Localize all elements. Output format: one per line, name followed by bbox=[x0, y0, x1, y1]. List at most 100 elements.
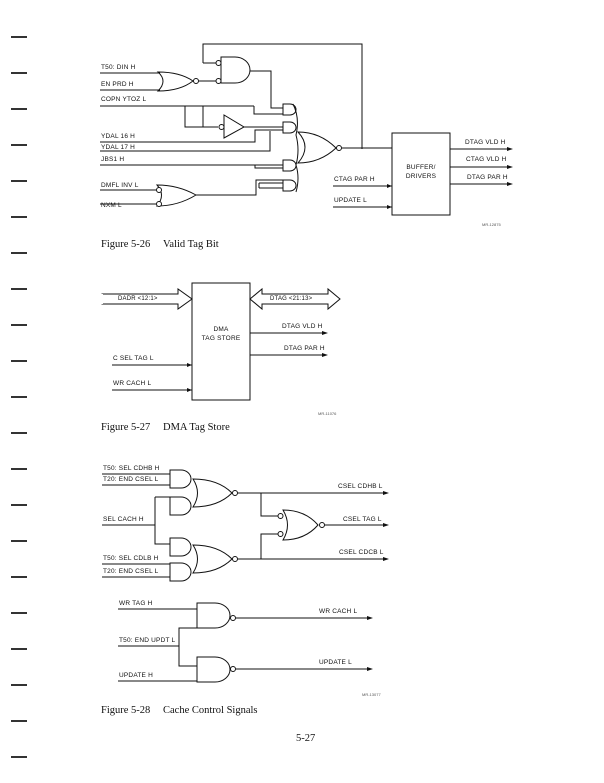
margin-tick bbox=[11, 252, 27, 254]
caption-number: Figure 5-26 bbox=[101, 239, 151, 250]
figure-ref-code: MR-12875 bbox=[482, 222, 501, 227]
margin-tick bbox=[11, 504, 27, 506]
wire bbox=[253, 106, 283, 115]
inversion-bubble bbox=[232, 490, 238, 496]
nand-gate-wr bbox=[196, 602, 231, 629]
caption-title: DMA Tag Store bbox=[163, 422, 230, 433]
caption-number: Figure 5-28 bbox=[101, 705, 151, 716]
signal-label: DTAG PAR H bbox=[284, 345, 325, 352]
signal-label: CSEL CDCB L bbox=[339, 549, 384, 556]
arrow-head bbox=[383, 557, 389, 561]
dma-tag-store-label: DMA TAG STORE bbox=[192, 325, 250, 343]
signal-label: DTAG VLD H bbox=[465, 139, 506, 146]
signal-label: EN PRD H bbox=[101, 81, 134, 88]
wire bbox=[100, 131, 271, 152]
signal-label: WR TAG H bbox=[119, 600, 153, 607]
margin-tick bbox=[11, 756, 27, 758]
box-label-line: BUFFER/ bbox=[406, 164, 436, 171]
figure-caption: Figure 5-28 Cache Control Signals bbox=[101, 705, 258, 716]
wire bbox=[178, 627, 197, 667]
wired-or-bus bbox=[292, 103, 299, 193]
wire bbox=[100, 129, 283, 143]
inversion-bubble bbox=[336, 145, 342, 151]
figure-ref-code: MR-13077 bbox=[362, 692, 381, 697]
arrow-head bbox=[387, 184, 392, 188]
signal-label: WR CACH L bbox=[113, 380, 152, 387]
margin-tick bbox=[11, 396, 27, 398]
nor-gate bbox=[192, 478, 233, 508]
wire bbox=[260, 533, 278, 559]
arrow-head bbox=[322, 331, 328, 335]
arrow-head bbox=[367, 616, 373, 620]
nor-gate-tag bbox=[282, 509, 319, 541]
wire bbox=[254, 165, 283, 169]
and-gate-small bbox=[282, 121, 297, 134]
signal-label: NXM L bbox=[101, 202, 122, 209]
arrow-head bbox=[507, 165, 513, 169]
signal-label: DTAG <21:13> bbox=[270, 296, 313, 302]
signal-label: UPDATE L bbox=[319, 659, 352, 666]
inversion-bubble bbox=[218, 124, 225, 130]
caption-title: Cache Control Signals bbox=[163, 705, 258, 716]
arrow-head bbox=[507, 182, 513, 186]
inversion-bubble bbox=[230, 666, 236, 672]
wire bbox=[250, 70, 283, 109]
and-gate bbox=[169, 562, 192, 582]
and-gate-top bbox=[220, 56, 251, 84]
margin-tick bbox=[11, 468, 27, 470]
inversion-bubble bbox=[193, 78, 199, 84]
inversion-bubble bbox=[156, 201, 162, 207]
margin-tick bbox=[11, 324, 27, 326]
signal-label: UPDATE H bbox=[119, 672, 153, 679]
margin-tick bbox=[11, 720, 27, 722]
margin-tick bbox=[11, 72, 27, 74]
margin-tick bbox=[11, 576, 27, 578]
inversion-bubble bbox=[232, 556, 238, 562]
and-gate-small bbox=[282, 159, 297, 172]
margin-tick bbox=[11, 612, 27, 614]
and-gate bbox=[169, 537, 192, 557]
signal-label: YDAL 17 H bbox=[101, 144, 136, 151]
margin-tick bbox=[11, 36, 27, 38]
margin-tick bbox=[11, 288, 27, 290]
inversion-bubble bbox=[277, 531, 284, 537]
and-gate-small bbox=[282, 179, 297, 192]
signal-label: CSEL TAG L bbox=[343, 516, 382, 523]
arrow-head bbox=[507, 147, 513, 151]
margin-tick bbox=[11, 540, 27, 542]
margin-tick bbox=[11, 360, 27, 362]
and-gate bbox=[169, 496, 192, 516]
signal-label: DMFL INV L bbox=[101, 182, 139, 189]
arrow-head bbox=[187, 363, 192, 367]
inversion-bubble bbox=[277, 513, 284, 519]
margin-tick bbox=[11, 648, 27, 650]
nor-gate-main bbox=[296, 131, 337, 164]
margin-tick bbox=[11, 180, 27, 182]
inversion-bubble bbox=[215, 78, 222, 84]
caption-title: Valid Tag Bit bbox=[163, 239, 219, 250]
nand-gate-update bbox=[196, 656, 231, 683]
signal-label: UPDATE L bbox=[334, 197, 367, 204]
arrow-head bbox=[367, 667, 373, 671]
inversion-bubble bbox=[230, 615, 236, 621]
signal-label: T20: END CSEL L bbox=[103, 568, 159, 575]
caption-number: Figure 5-27 bbox=[101, 422, 151, 433]
signal-label: C SEL TAG L bbox=[113, 355, 154, 362]
arrow-head bbox=[322, 353, 328, 357]
margin-tick bbox=[11, 144, 27, 146]
and-gate bbox=[169, 469, 192, 489]
signal-label: CTAG VLD H bbox=[466, 156, 507, 163]
box-label-line: DMA bbox=[213, 326, 229, 333]
margin-tick bbox=[11, 108, 27, 110]
dma-tag-store-box bbox=[191, 282, 251, 401]
signal-label: WR CACH L bbox=[319, 608, 358, 615]
buffer-drivers-box bbox=[391, 132, 451, 216]
arrow-head bbox=[383, 523, 389, 527]
buffer-drivers-label: BUFFER/ DRIVERS bbox=[392, 163, 450, 181]
signal-label: COPN YTOZ L bbox=[101, 96, 147, 103]
arrow-head bbox=[187, 388, 192, 392]
signal-label: JBS1 H bbox=[101, 156, 125, 163]
feedback-wire bbox=[202, 43, 363, 149]
wire bbox=[184, 106, 218, 128]
